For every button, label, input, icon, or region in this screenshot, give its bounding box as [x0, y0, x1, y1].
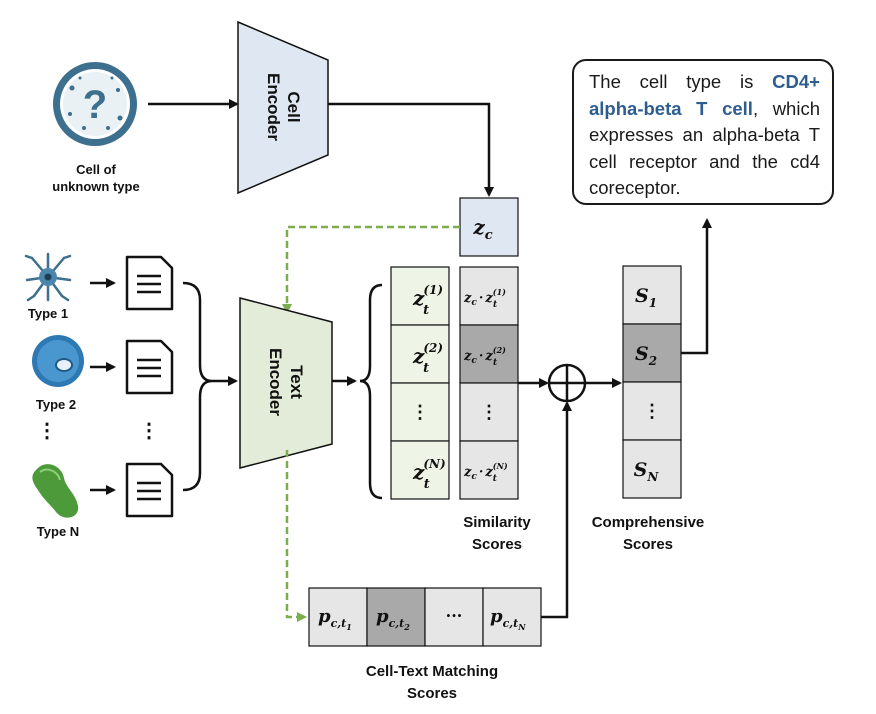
- similarity-box: [459, 440, 519, 500]
- zc-symbol: zc: [472, 215, 492, 243]
- cell-encoder: [237, 20, 329, 195]
- matching-box: [482, 587, 542, 647]
- matching-ellipsis: ···: [446, 606, 463, 625]
- similarity-column: zc·z(1)t zc·z(2)t ⋮ zc·z(N)t: [459, 266, 519, 500]
- blue-cell-icon: [32, 335, 84, 387]
- text-embedding-n: z(N)t: [412, 457, 446, 492]
- text-embedding-ellipsis: ⋮: [411, 402, 429, 423]
- arrow-matching-to-plus: [541, 401, 572, 619]
- comprehensive-box: [622, 265, 682, 325]
- answer-cell-type-highlight: CD4+ alpha-beta T cell: [589, 71, 820, 119]
- similarity-box: [459, 266, 519, 326]
- text-encoder-label-2: Encoder: [266, 348, 285, 416]
- comprehensive-label-2: Scores: [623, 536, 673, 553]
- similarity-1: zc·z(1)t: [463, 287, 506, 310]
- matching-2: pc,t2: [376, 606, 410, 632]
- predicted-cell-type-answer: The cell type is CD4+ alpha-beta T cell,…: [572, 59, 834, 205]
- comprehensive-box: [622, 439, 682, 499]
- type-2-label: Type 2: [36, 397, 76, 412]
- text-embedding-box: [390, 440, 450, 500]
- similarity-label-2: Scores: [472, 536, 522, 553]
- similarity-2: zc·z(2)t: [463, 345, 506, 368]
- cell-encoder-label-2: Encoder: [264, 73, 283, 141]
- text-encoder: [239, 297, 333, 469]
- text-embedding-box: [390, 324, 450, 384]
- document-icon: [125, 255, 174, 311]
- similarity-label-1: Similarity: [463, 514, 531, 531]
- dashed-arrow-to-matching: [285, 450, 307, 622]
- similarity-box-selected: [459, 324, 519, 384]
- answer-text-pre: The cell type is: [589, 71, 773, 92]
- type-1-label: Type 1: [28, 306, 68, 321]
- matching-box: [308, 587, 368, 647]
- docs-vertical-ellipsis: ⋮: [139, 418, 159, 442]
- text-embedding-1: z(1)t: [412, 283, 443, 318]
- types-vertical-ellipsis: ⋮: [37, 418, 57, 442]
- comprehensive-label-1: Comprehensive: [592, 514, 705, 531]
- document-icon: [125, 462, 174, 518]
- svg-text:?: ?: [83, 83, 107, 127]
- matching-box: [424, 587, 484, 647]
- dashed-arrow-zc-to-text-encoder: [282, 225, 460, 314]
- matching-1: pc,t1: [318, 606, 352, 632]
- matching-label-2: Scores: [407, 685, 457, 702]
- unknown-cell-label-1: Cell of: [76, 162, 116, 177]
- matching-row: pc,t1 pc,t2 ··· pc,tN: [308, 587, 542, 647]
- text-encoder-label-1: Text: [287, 365, 306, 399]
- arrow-top-score-to-answer: [681, 218, 712, 355]
- comprehensive-box-selected: [622, 323, 682, 383]
- cell-encoder-label-1: Cell: [284, 91, 303, 122]
- matching-n: pc,tN: [490, 606, 526, 632]
- comprehensive-n: SN: [634, 459, 660, 484]
- text-embedding-column: z(1)t z(2)t ⋮ z(N)t: [390, 266, 450, 500]
- embeddings-brace: [359, 283, 383, 500]
- question-cell-icon: ?: [53, 62, 137, 146]
- neuron-cell-icon: [24, 252, 72, 302]
- text-embedding-box: [390, 266, 450, 326]
- document-icon: [125, 339, 174, 395]
- comprehensive-2: S2: [635, 343, 657, 368]
- unknown-cell-label-2: unknown type: [52, 179, 139, 194]
- docs-brace: [182, 281, 213, 492]
- green-bacterium-icon: [32, 464, 79, 518]
- comprehensive-1: S1: [635, 285, 657, 310]
- similarity-n: zc·z(N)t: [463, 461, 508, 484]
- answer-text-post: , which expresses an alpha-beta T cell r…: [589, 97, 820, 199]
- comprehensive-column: S1 S2 ⋮ SN: [622, 265, 682, 499]
- type-n-label: Type N: [37, 524, 79, 539]
- comprehensive-ellipsis: ⋮: [643, 401, 661, 422]
- similarity-box: [459, 382, 519, 442]
- arrow-encoder-to-zc: [328, 102, 494, 197]
- matching-label-1: Cell-Text Matching: [366, 663, 498, 680]
- sum-operator-icon: [547, 363, 587, 403]
- matching-box-selected: [366, 587, 426, 647]
- text-embedding-2: z(2)t: [412, 341, 443, 376]
- similarity-ellipsis: ⋮: [480, 402, 498, 423]
- zc-box: [459, 197, 519, 257]
